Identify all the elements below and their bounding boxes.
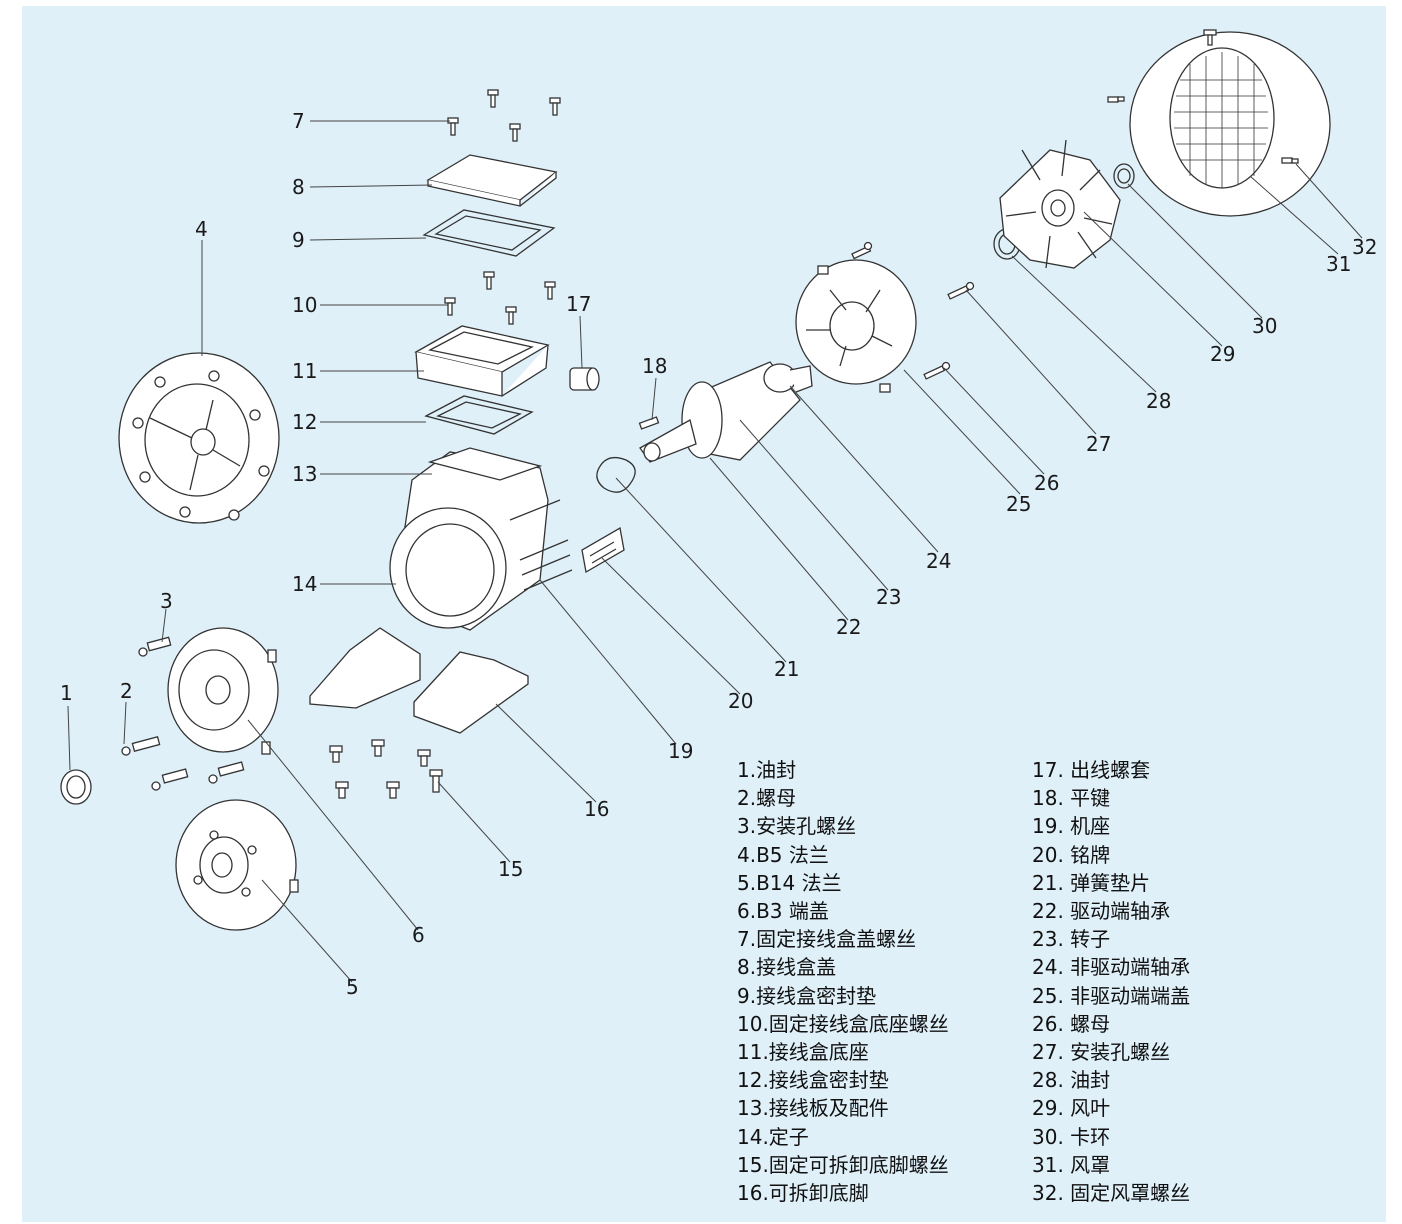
legend-item: 9.接线盒密封垫 xyxy=(737,983,877,1008)
terminal-cover-screws-part xyxy=(447,89,561,142)
legend-item: 12.接线盒密封垫 xyxy=(737,1068,889,1093)
nde-bolts-part xyxy=(851,241,975,380)
stator-frame-part xyxy=(389,447,573,631)
legend-item: 19. 机座 xyxy=(1032,814,1111,839)
legend-item: 7.固定接线盒盖螺丝 xyxy=(737,927,917,952)
legend-item: 11.接线盒底座 xyxy=(737,1040,869,1065)
terminal-base-screws-part xyxy=(444,271,556,325)
flange-bolts-part xyxy=(121,636,245,791)
callout-26: 26 xyxy=(1034,471,1059,495)
callout-22: 22 xyxy=(836,615,861,639)
feet-bolts-part xyxy=(329,739,443,799)
callout-24: 24 xyxy=(926,549,951,573)
legend-item: 25. 非驱动端端盖 xyxy=(1032,983,1191,1008)
legend-item: 21. 弹簧垫片 xyxy=(1032,870,1151,895)
callout-25: 25 xyxy=(1006,492,1031,516)
fan-part xyxy=(999,139,1121,269)
callout-23: 23 xyxy=(876,585,901,609)
callout-1: 1 xyxy=(60,681,73,705)
callout-7: 7 xyxy=(292,109,305,133)
terminal-box-cover-part xyxy=(426,154,558,207)
legend-item: 27. 安装孔螺丝 xyxy=(1032,1040,1171,1065)
callout-3: 3 xyxy=(160,589,173,613)
removable-feet-part xyxy=(309,627,529,734)
callout-20: 20 xyxy=(728,689,753,713)
callout-21: 21 xyxy=(774,657,799,681)
callout-19: 19 xyxy=(668,739,693,763)
b3-endshield-part xyxy=(167,627,279,755)
callout-11: 11 xyxy=(292,359,317,383)
terminal-box-base-part xyxy=(414,325,550,397)
fan-cover-part xyxy=(1129,31,1331,217)
legend-item: 20. 铭牌 xyxy=(1032,842,1111,867)
callout-numbers: 1 2 3 4 5 6 7 8 9 10 11 12 13 14 15 16 1… xyxy=(60,109,1377,999)
callout-16: 16 xyxy=(584,797,609,821)
callout-28: 28 xyxy=(1146,389,1171,413)
circlip-part xyxy=(1113,163,1135,189)
legend-item: 14.定子 xyxy=(737,1124,809,1149)
callout-29: 29 xyxy=(1210,342,1235,366)
legend-item: 28. 油封 xyxy=(1032,1068,1111,1093)
key-part xyxy=(638,416,660,430)
legend-item: 23. 转子 xyxy=(1032,927,1111,952)
b14-flange-part xyxy=(175,799,299,931)
fan-cover-screws-part xyxy=(1107,29,1299,164)
nameplate-part xyxy=(581,526,625,574)
callout-9: 9 xyxy=(292,228,305,252)
callout-31: 31 xyxy=(1326,252,1351,276)
callout-30: 30 xyxy=(1252,314,1277,338)
legend-item: 24. 非驱动端轴承 xyxy=(1032,955,1191,980)
legend-item: 4.B5 法兰 xyxy=(737,842,829,867)
b5-flange-part xyxy=(118,352,280,524)
terminal-box-gasket-part xyxy=(422,209,556,257)
legend-item: 31. 风罩 xyxy=(1032,1152,1111,1177)
legend-item: 15.固定可拆卸底脚螺丝 xyxy=(737,1152,949,1177)
callout-18: 18 xyxy=(642,354,667,378)
callout-2: 2 xyxy=(120,679,133,703)
leader-lines xyxy=(67,120,1363,983)
diagram-canvas xyxy=(22,6,1386,1222)
callout-10: 10 xyxy=(292,293,317,317)
nde-endshield-part xyxy=(795,259,917,393)
callout-13: 13 xyxy=(292,462,317,486)
callout-32: 32 xyxy=(1352,235,1377,259)
rotor-part xyxy=(639,361,813,463)
oil-seal-part xyxy=(60,769,92,805)
legend-item: 29. 风叶 xyxy=(1032,1096,1111,1121)
spring-washer-part xyxy=(596,456,636,493)
legend-item: 26. 螺母 xyxy=(1032,1011,1111,1036)
legend-item: 32. 固定风罩螺丝 xyxy=(1032,1181,1191,1206)
legend-item: 5.B14 法兰 xyxy=(737,870,842,895)
terminal-box-gasket2-part xyxy=(424,395,534,435)
legend-left-column: 1.油封 2.螺母 3.安装孔螺丝 4.B5 法兰 5.B14 法兰 6.B3 … xyxy=(737,756,949,1207)
callout-12: 12 xyxy=(292,410,317,434)
legend-item: 22. 驱动端轴承 xyxy=(1032,899,1171,924)
callout-27: 27 xyxy=(1086,432,1111,456)
callout-17: 17 xyxy=(566,292,591,316)
legend-item: 3.安装孔螺丝 xyxy=(737,814,857,839)
legend-item: 1.油封 xyxy=(737,758,797,782)
callout-8: 8 xyxy=(292,175,305,199)
callout-4: 4 xyxy=(195,217,208,241)
callout-5: 5 xyxy=(346,975,359,999)
callout-14: 14 xyxy=(292,572,317,596)
legend-item: 8.接线盒盖 xyxy=(737,955,837,980)
legend-item: 13.接线板及配件 xyxy=(737,1096,889,1121)
callout-15: 15 xyxy=(498,857,523,881)
legend-item: 10.固定接线盒底座螺丝 xyxy=(737,1011,949,1036)
legend-item: 2.螺母 xyxy=(737,786,797,811)
legend-item: 6.B3 端盖 xyxy=(737,899,829,924)
legend-item: 18. 平键 xyxy=(1032,786,1111,811)
legend-item: 16.可拆卸底脚 xyxy=(737,1181,869,1206)
legend-right-column: 17. 出线螺套 18. 平键 19. 机座 20. 铭牌 21. 弹簧垫片 2… xyxy=(1032,756,1190,1207)
callout-6: 6 xyxy=(412,923,425,947)
cable-gland-part xyxy=(569,367,600,391)
legend-item: 17. 出线螺套 xyxy=(1032,758,1151,782)
legend-item: 30. 卡环 xyxy=(1032,1124,1111,1149)
